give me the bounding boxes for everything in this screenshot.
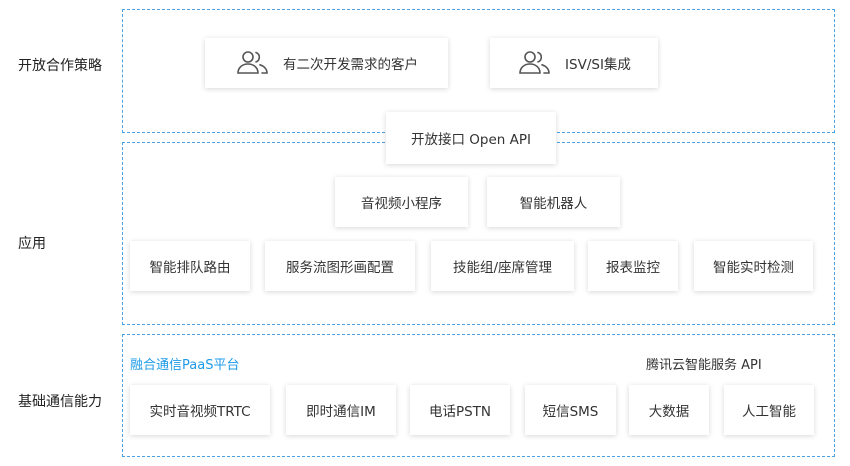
customers-label: 有二次开发需求的客户	[283, 57, 418, 73]
skill-group-label: 技能组/座席管理	[452, 260, 553, 276]
sms-box: 短信SMS	[525, 385, 616, 435]
skill-group-box: 技能组/座席管理	[431, 241, 574, 291]
customers-box: 有二次开发需求的客户	[205, 38, 448, 88]
open-api-box: 开放接口 Open API	[386, 112, 556, 164]
row-label-infra: 基础通信能力	[18, 394, 102, 410]
cloud-api-title: 腾讯云智能服务 API	[646, 358, 762, 373]
row-label-strategy: 开放合作策略	[18, 58, 102, 74]
users-icon	[237, 51, 268, 74]
im-box: 即时通信IM	[286, 385, 396, 435]
report-label: 报表监控	[606, 260, 660, 276]
flow-config-box: 服务流图形画配置	[265, 241, 415, 291]
trtc-box: 实时音视频TRTC	[130, 385, 270, 435]
paas-title: 融合通信PaaS平台	[130, 358, 240, 373]
realtime-detect-box: 智能实时检测	[694, 241, 813, 291]
report-box: 报表监控	[588, 241, 678, 291]
routing-box: 智能排队路由	[130, 241, 250, 291]
robot-box: 智能机器人	[487, 177, 620, 227]
ai-box: 人工智能	[724, 385, 814, 435]
routing-label: 智能排队路由	[149, 260, 231, 276]
open-api-label: 开放接口 Open API	[411, 132, 531, 148]
flow-config-label: 服务流图形画配置	[286, 260, 394, 276]
row-label-app: 应用	[18, 236, 46, 252]
isv-box: ISV/SI集成	[490, 38, 658, 88]
mini-program-label: 音视频小程序	[361, 196, 442, 212]
bigdata-box: 大数据	[629, 385, 709, 435]
zone-infra	[122, 334, 835, 457]
realtime-detect-label: 智能实时检测	[713, 260, 794, 276]
pstn-box: 电话PSTN	[410, 385, 510, 435]
users-icon	[519, 51, 550, 74]
pstn-label: 电话PSTN	[428, 404, 492, 420]
sms-label: 短信SMS	[542, 404, 599, 420]
robot-label: 智能机器人	[519, 196, 588, 212]
bigdata-label: 大数据	[648, 404, 690, 420]
trtc-label: 实时音视频TRTC	[149, 404, 251, 420]
im-label: 即时通信IM	[306, 404, 376, 420]
ai-label: 人工智能	[742, 404, 796, 420]
isv-label: ISV/SI集成	[565, 57, 631, 73]
zone-app	[122, 142, 835, 325]
mini-program-box: 音视频小程序	[335, 177, 468, 227]
